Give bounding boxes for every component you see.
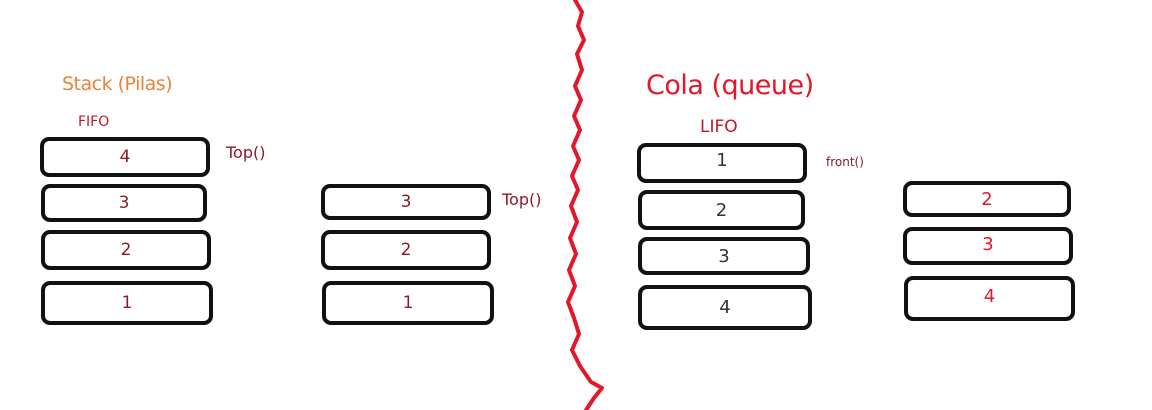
queue-box-value: 2 <box>715 199 728 221</box>
stack-box-value: 3 <box>118 193 130 213</box>
stack-box-value: 4 <box>119 147 131 167</box>
queue-box: 4 <box>904 276 1075 321</box>
stack-box-value: 3 <box>400 192 412 212</box>
stack-top-label-before: Top() <box>226 143 266 162</box>
queue-box: 2 <box>903 181 1071 217</box>
queue-box-value: 4 <box>719 297 731 318</box>
queue-box-value: 4 <box>983 286 996 307</box>
stack-box-value: 1 <box>402 293 414 313</box>
queue-box-value: 3 <box>982 233 994 255</box>
queue-box-value: 2 <box>981 188 993 210</box>
stack-box: 1 <box>322 281 494 325</box>
queue-box: 4 <box>638 285 812 330</box>
queue-box-value: 1 <box>716 149 728 171</box>
stack-box: 1 <box>41 281 213 325</box>
stack-order-label: FIFO <box>78 114 110 130</box>
stack-box: 3 <box>321 184 491 220</box>
queue-box: 2 <box>638 190 805 230</box>
queue-order-label: LIFO <box>700 117 738 137</box>
stack-box-value: 2 <box>120 240 132 260</box>
queue-front-label: front() <box>826 155 864 169</box>
stack-box: 4 <box>40 137 210 177</box>
stack-box: 2 <box>41 230 211 270</box>
queue-box-value: 3 <box>718 245 730 267</box>
queue-box: 3 <box>903 227 1073 265</box>
queue-box: 1 <box>637 143 807 183</box>
queue-title: Cola (queue) <box>646 70 814 101</box>
stack-box: 2 <box>321 230 491 270</box>
stack-box: 3 <box>41 184 207 222</box>
stack-title: Stack (Pilas) <box>62 73 173 95</box>
queue-box: 3 <box>638 237 810 275</box>
stack-box-value: 2 <box>400 240 412 260</box>
stack-top-label-after: Top() <box>502 190 542 209</box>
stack-box-value: 1 <box>121 293 133 313</box>
